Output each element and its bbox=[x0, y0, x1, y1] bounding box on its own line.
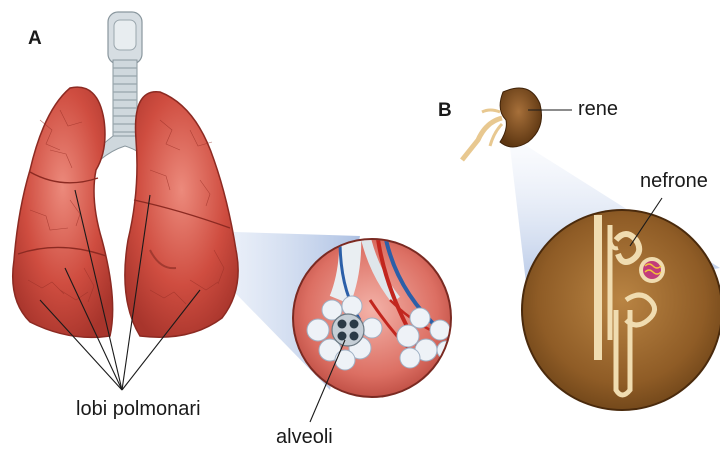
left-lung bbox=[13, 87, 113, 337]
alveoli-label: alveoli bbox=[276, 426, 333, 449]
right-lung bbox=[125, 92, 238, 337]
nephron-zoom bbox=[521, 209, 720, 411]
kidney-label: rene bbox=[578, 98, 618, 121]
lung-lobes-label: lobi polmonari bbox=[76, 398, 201, 421]
panel-label-b: B bbox=[438, 100, 452, 122]
panel-label-a: A bbox=[28, 28, 42, 50]
nephron-label: nefrone bbox=[640, 170, 708, 193]
